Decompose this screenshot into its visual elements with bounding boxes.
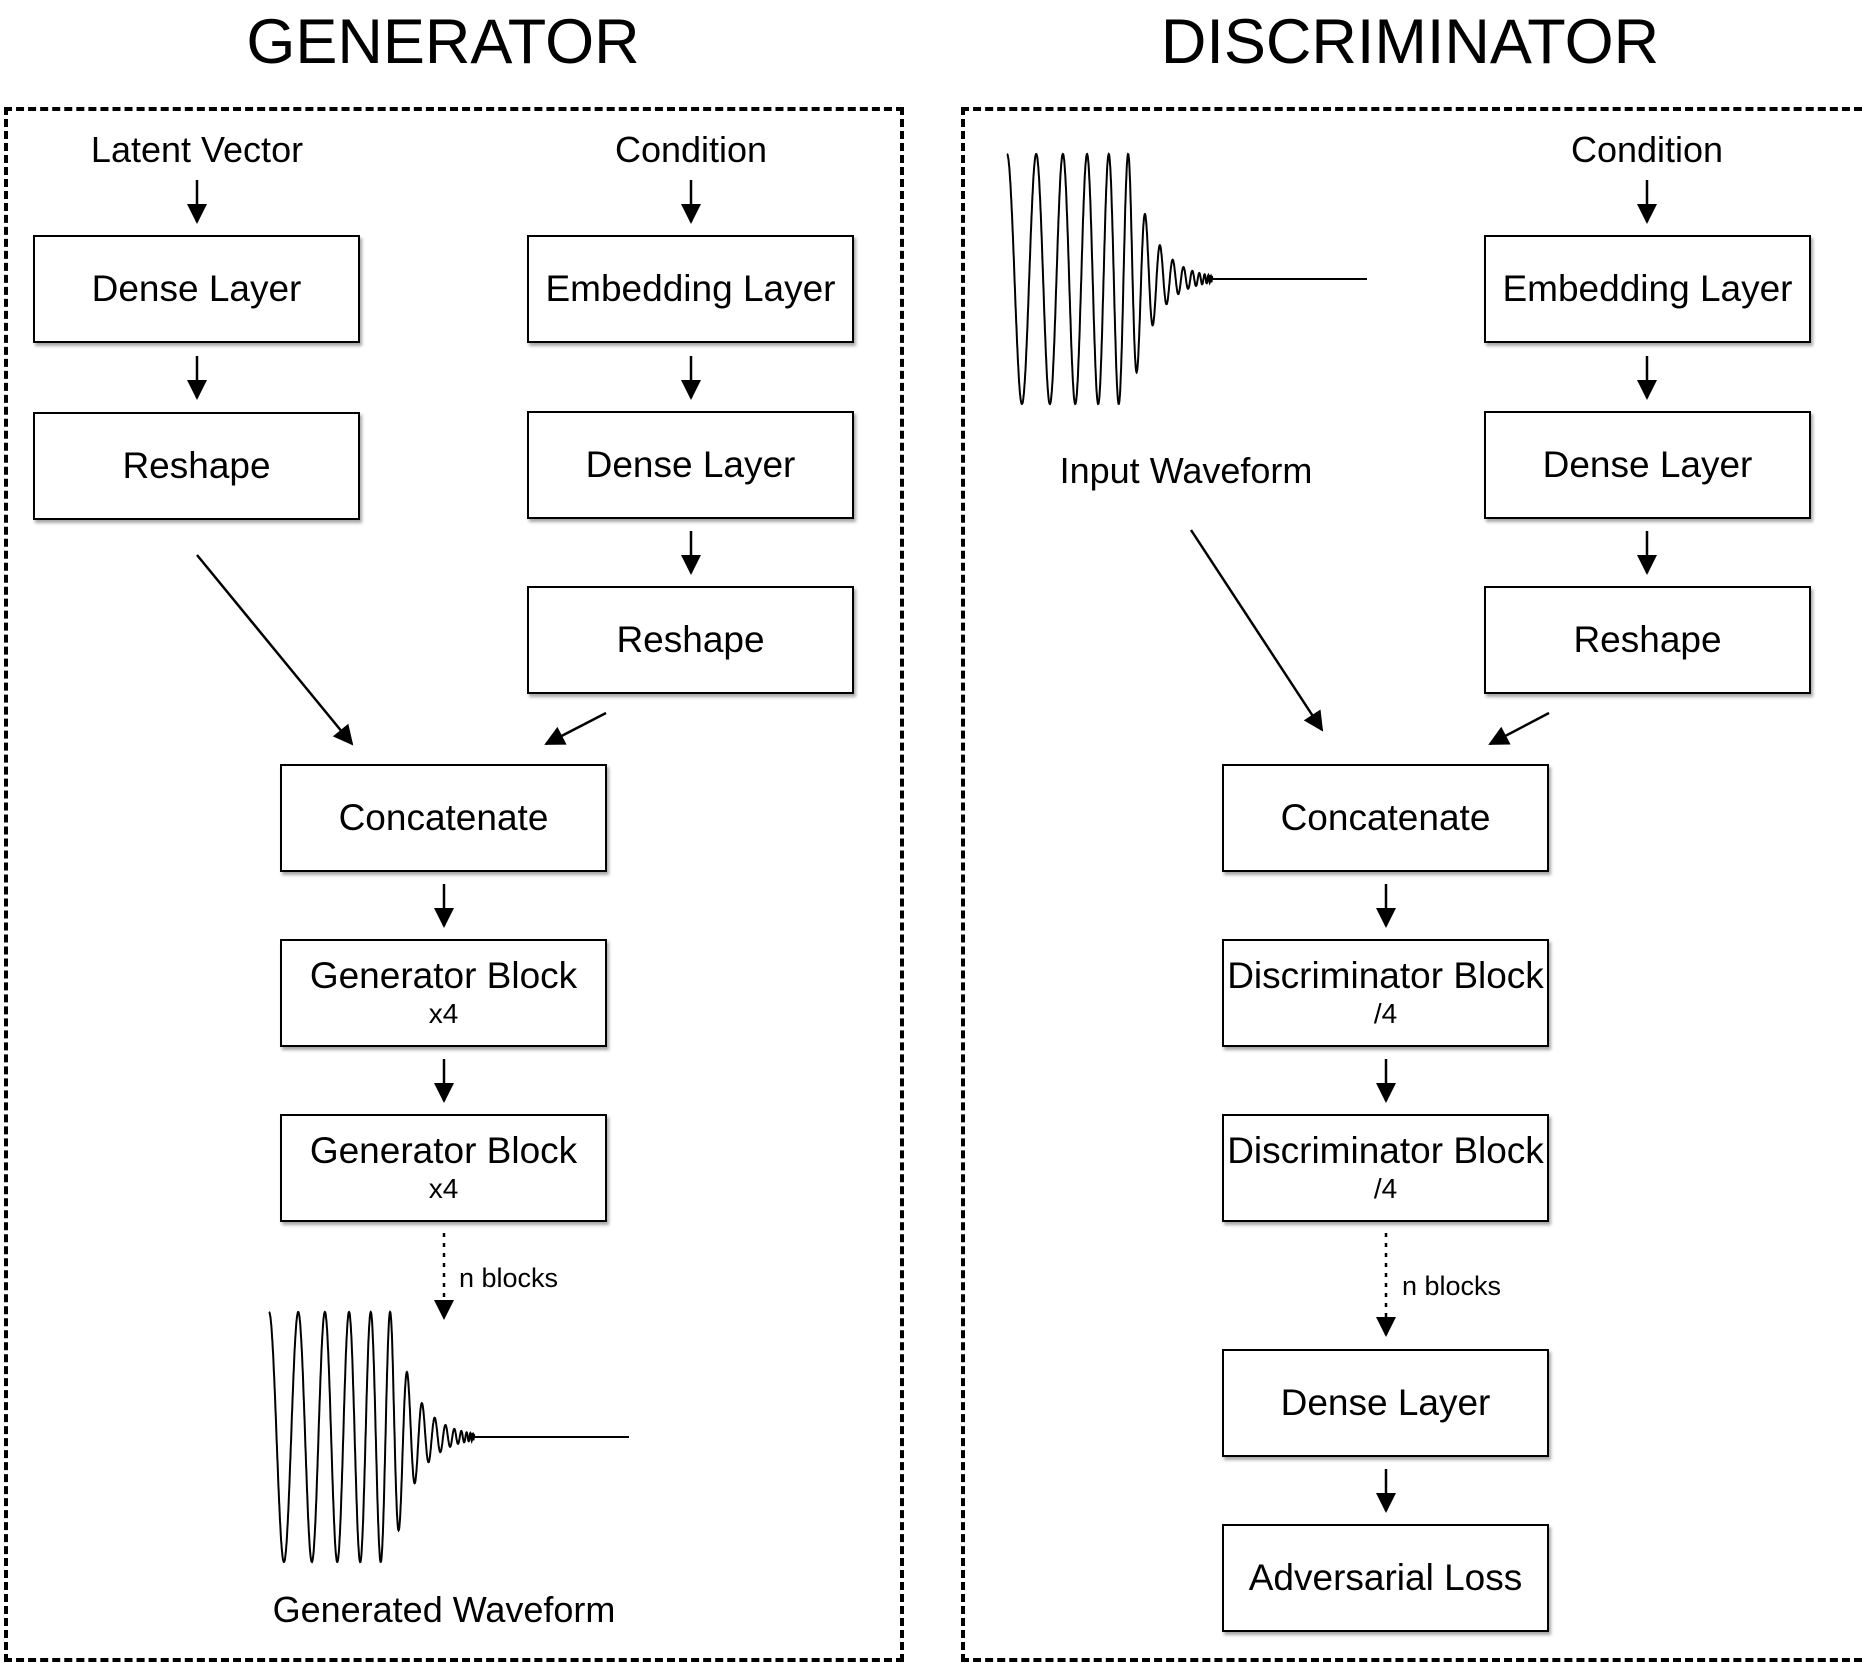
discriminator-embedding-layer-label: Embedding Layer <box>1502 268 1793 309</box>
generator-concatenate-box: Concatenate <box>280 764 607 872</box>
discriminator-dense-layer-label: Dense Layer <box>1280 1382 1491 1423</box>
generator-condition-label: Condition <box>614 129 768 170</box>
generator-block-1-sub: x4 <box>428 998 459 1029</box>
generator-embedding-layer-label: Embedding Layer <box>545 268 836 309</box>
adversarial-loss-label: Adversarial Loss <box>1248 1557 1523 1598</box>
generator-title: GENERATOR <box>246 7 640 77</box>
discriminator-title: DISCRIMINATOR <box>1160 7 1660 77</box>
discriminator-block-2-label: Discriminator Block <box>1227 1130 1544 1171</box>
generator-block-1-label: Generator Block <box>309 955 578 996</box>
generator-panel <box>4 107 904 1662</box>
arrow-reshape-to-concatenate <box>196 554 354 746</box>
discriminator-condition-label: Condition <box>1570 129 1724 170</box>
generator-condition-reshape-box: Reshape <box>527 586 854 694</box>
discriminator-block-1-sub: /4 <box>1373 998 1398 1029</box>
generator-block-2-sub: x4 <box>428 1173 459 1204</box>
discriminator-block-1: Discriminator Block /4 <box>1222 939 1549 1047</box>
discriminator-concatenate-box: Concatenate <box>1222 764 1549 872</box>
generator-block-2-label: Generator Block <box>309 1130 578 1171</box>
adversarial-loss-box: Adversarial Loss <box>1222 1524 1549 1632</box>
discriminator-n-blocks-label: n blocks <box>1402 1271 1502 1301</box>
latent-vector-label: Latent Vector <box>90 129 304 170</box>
discriminator-embedding-layer-box: Embedding Layer <box>1484 235 1811 343</box>
generator-condition-dense-layer-box: Dense Layer <box>527 411 854 519</box>
discriminator-panel <box>961 107 1862 1662</box>
arrow-condition-reshape-to-concatenate <box>544 711 607 746</box>
generator-dense-layer-label: Dense Layer <box>91 268 302 309</box>
arrow-input-to-concatenate <box>1189 529 1324 732</box>
discriminator-concatenate-label: Concatenate <box>1280 797 1491 838</box>
discriminator-block-2-sub: /4 <box>1373 1173 1398 1204</box>
generator-dense-layer-box: Dense Layer <box>33 235 360 343</box>
generator-n-blocks-label: n blocks <box>459 1263 559 1293</box>
generator-condition-reshape-label: Reshape <box>616 619 765 660</box>
discriminator-reshape-box: Reshape <box>1484 586 1811 694</box>
discriminator-condition-dense-layer-label: Dense Layer <box>1542 444 1753 485</box>
generator-embedding-layer-box: Embedding Layer <box>527 235 854 343</box>
discriminator-reshape-label: Reshape <box>1573 619 1722 660</box>
arrow-d-reshape-to-concatenate <box>1488 711 1550 746</box>
generator-concatenate-label: Concatenate <box>338 797 549 838</box>
generator-reshape-box: Reshape <box>33 412 360 520</box>
generator-condition-dense-layer-label: Dense Layer <box>585 444 796 485</box>
discriminator-dense-layer-box: Dense Layer <box>1222 1349 1549 1457</box>
generator-block-2: Generator Block x4 <box>280 1114 607 1222</box>
generated-waveform <box>268 1310 629 1564</box>
generated-waveform-label: Generated Waveform <box>272 1589 616 1630</box>
discriminator-condition-dense-layer-box: Dense Layer <box>1484 411 1811 519</box>
generator-reshape-label: Reshape <box>122 445 271 486</box>
discriminator-block-2: Discriminator Block /4 <box>1222 1114 1549 1222</box>
input-waveform-label: Input Waveform <box>1059 450 1313 491</box>
generator-block-1: Generator Block x4 <box>280 939 607 1047</box>
discriminator-block-1-label: Discriminator Block <box>1227 955 1544 996</box>
input-waveform <box>1006 152 1367 406</box>
